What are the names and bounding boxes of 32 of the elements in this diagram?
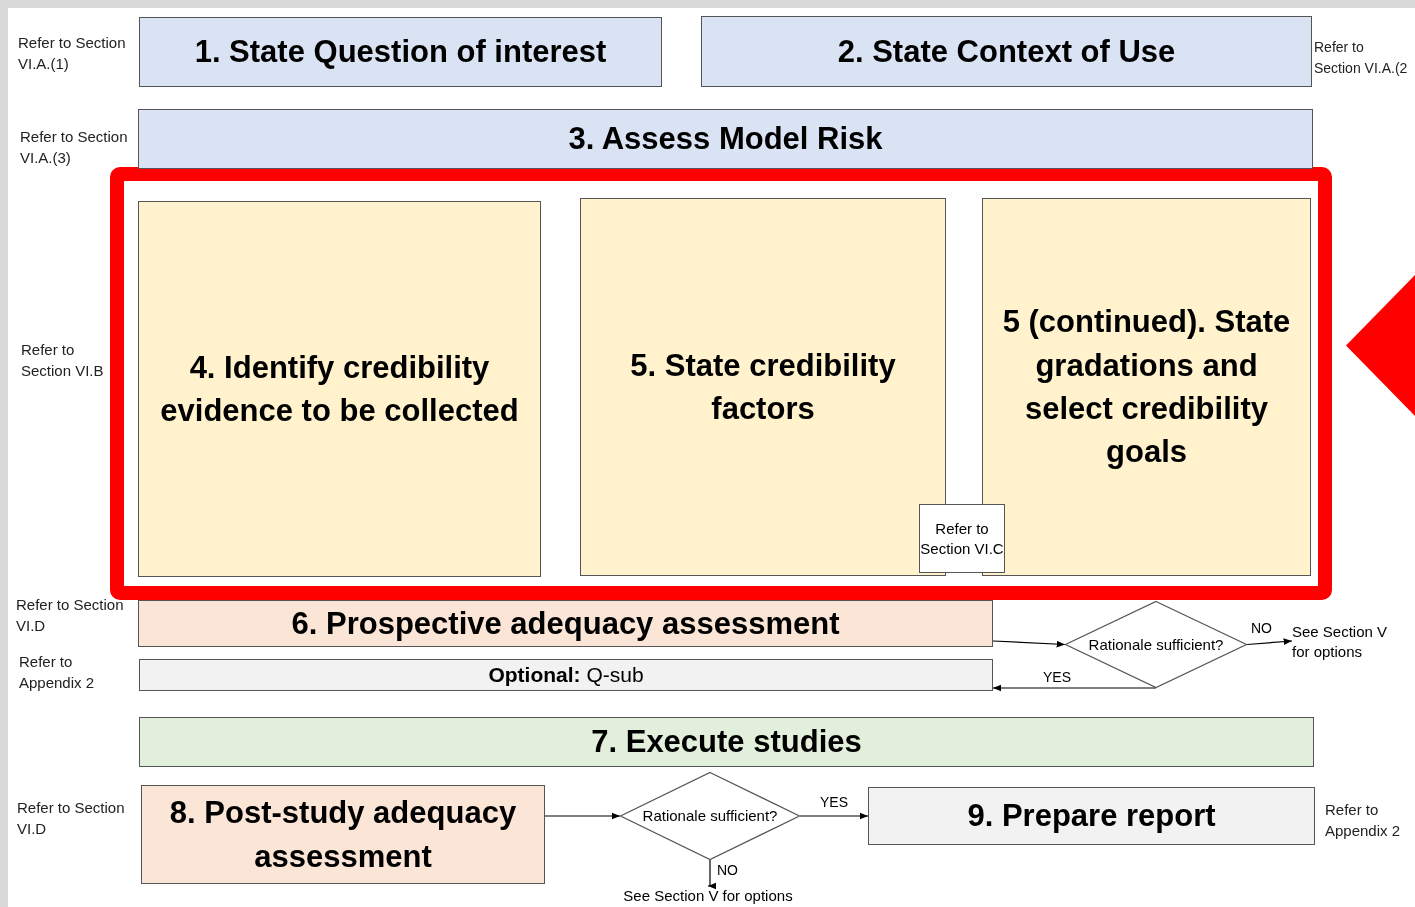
process-box: 4. Identify credibility evidence to be collected bbox=[138, 201, 541, 577]
edge-label: YES bbox=[819, 794, 849, 810]
side-note: Refer to Section VI.A.(1) bbox=[18, 33, 127, 74]
process-box: Refer to Section VI.C bbox=[919, 504, 1005, 573]
process-box: 3. Assess Model Risk bbox=[138, 109, 1313, 169]
note-text: See Section V for options bbox=[1292, 621, 1402, 663]
side-note: Refer to Section VI.A.(3) bbox=[20, 127, 129, 168]
side-note: Refer to Appendix 2 bbox=[19, 652, 96, 693]
arrow bbox=[992, 640, 1066, 648]
process-box: Optional: Q-sub bbox=[139, 659, 993, 691]
edge-label: YES bbox=[1042, 669, 1072, 685]
edge-label: NO bbox=[1250, 620, 1273, 636]
decision-label: Rationale sufficient? bbox=[1088, 634, 1224, 655]
arrow bbox=[799, 812, 869, 820]
process-box: 6. Prospective adequacy assessment bbox=[138, 600, 993, 647]
arrow bbox=[992, 684, 1157, 692]
arrow bbox=[707, 859, 717, 890]
process-box: 9. Prepare report bbox=[868, 787, 1315, 845]
process-box: 2. State Context of Use bbox=[701, 16, 1312, 87]
decision-label: Rationale sufficient? bbox=[642, 806, 778, 826]
side-note: Refer to Appendix 2 bbox=[1325, 800, 1402, 841]
side-note: Refer to Section VI.A.(2 bbox=[1314, 38, 1409, 78]
side-note: Refer to Section VI.D bbox=[16, 595, 125, 636]
arrow bbox=[1246, 638, 1293, 646]
process-box: 1. State Question of interest bbox=[139, 17, 662, 87]
edge-label: NO bbox=[716, 862, 739, 878]
arrow bbox=[544, 812, 621, 820]
side-note: Refer to Section VI.D bbox=[17, 798, 126, 839]
note-text: See Section V for options bbox=[588, 886, 828, 906]
process-box: 7. Execute studies bbox=[139, 717, 1314, 767]
side-note: Refer to Section VI.B bbox=[21, 340, 105, 381]
process-box: 8. Post-study adequacy assessment bbox=[141, 785, 545, 884]
